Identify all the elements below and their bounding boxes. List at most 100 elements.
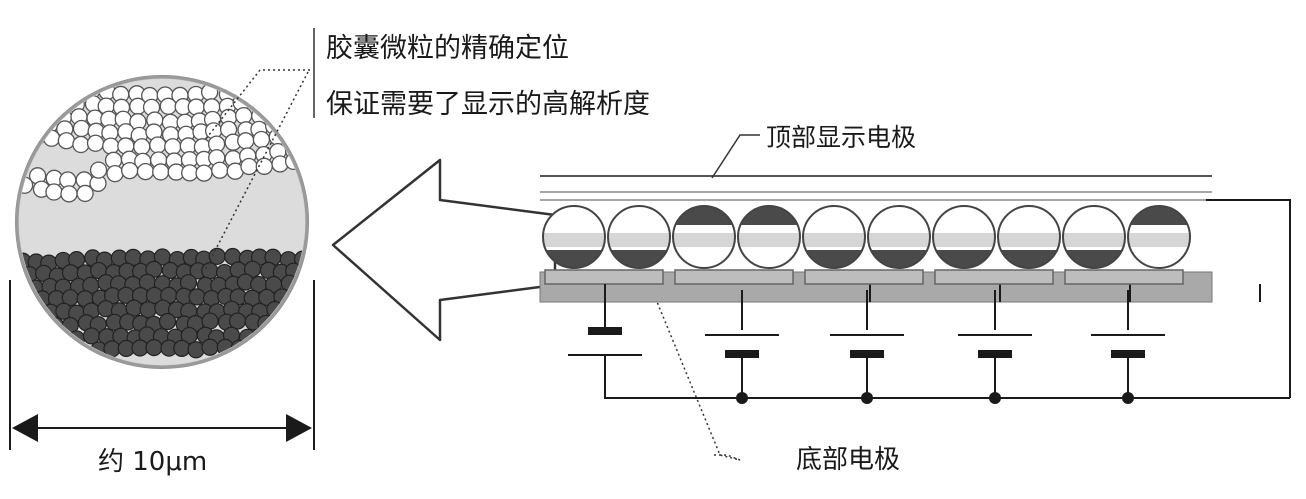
voltage-source: [705, 290, 779, 404]
white-particle: [133, 138, 151, 156]
white-particle: [211, 161, 229, 179]
black-particle: [19, 280, 30, 298]
black-particle: [27, 306, 46, 324]
label-top-electrode: 顶部显示电极: [766, 123, 916, 152]
black-particle: [208, 247, 226, 265]
white-particle: [72, 135, 90, 154]
white-particle: [106, 164, 124, 183]
white-particle: [246, 82, 264, 100]
black-particle: [19, 305, 30, 324]
black-particle: [272, 313, 290, 331]
black-particle: [286, 312, 304, 330]
black-particle: [20, 318, 38, 336]
black-particle: [244, 338, 262, 356]
bottom-electrode-pad: [1064, 269, 1184, 285]
display-capsule: [672, 205, 736, 269]
voltage-source: [1091, 290, 1165, 404]
bottom-electrode-pad: [544, 269, 664, 285]
black-particle: [266, 326, 284, 344]
white-particle: [164, 138, 182, 156]
white-particle: [52, 80, 70, 98]
display-capsule: [932, 205, 996, 269]
black-particle: [201, 338, 219, 356]
bottom-electrode-pad: [804, 269, 924, 285]
white-particle: [181, 164, 199, 182]
voltage-source: [568, 290, 642, 398]
white-particle: [152, 163, 170, 181]
display-capsule: [542, 205, 606, 269]
black-particle: [259, 341, 277, 359]
black-particle: [173, 339, 191, 357]
display-capsule: [737, 205, 801, 269]
display-capsule: [802, 205, 866, 269]
white-particle: [159, 97, 177, 115]
voltage-source: [958, 290, 1032, 404]
label-resolution: 保证需要了显示的高解析度: [326, 89, 650, 120]
white-particle: [237, 132, 255, 150]
white-particle: [53, 93, 71, 111]
display-cross-section: [539, 134, 1291, 404]
return-wire: [1206, 199, 1291, 398]
bottom-electrode-pad: [674, 269, 794, 285]
display-capsule: [867, 205, 931, 269]
white-particle: [60, 185, 78, 203]
black-particle: [272, 340, 290, 358]
black-particle: [280, 327, 298, 345]
black-particle: [21, 293, 39, 311]
white-particle: [195, 164, 213, 182]
display-capsule: [1127, 205, 1191, 269]
white-particle: [86, 134, 105, 152]
white-particle: [45, 183, 63, 201]
black-particle: [292, 327, 305, 345]
white-particle: [187, 98, 205, 116]
white-particle: [40, 105, 59, 123]
black-particle: [187, 341, 205, 359]
white-particle: [66, 80, 84, 98]
magnify-arrow: [331, 158, 557, 342]
capsule-row: [542, 205, 1191, 269]
black-particle: [40, 332, 59, 350]
black-particle: [188, 288, 206, 306]
black-particle: [34, 316, 52, 334]
black-particle: [201, 312, 219, 330]
white-particle: [121, 161, 139, 180]
display-capsule: [607, 205, 671, 269]
label-bottom-electrode: 底部电极: [796, 445, 900, 475]
voltage-source: [830, 290, 904, 404]
white-particle: [89, 161, 108, 179]
black-particle: [19, 330, 31, 348]
black-particle: [27, 332, 46, 350]
white-particle: [57, 132, 76, 150]
white-particle: [252, 130, 271, 149]
black-particle: [48, 344, 66, 362]
white-particle: [102, 137, 120, 155]
white-particle: [240, 157, 258, 176]
black-particle: [35, 345, 53, 363]
white-particle: [263, 90, 281, 108]
display-capsule: [997, 205, 1061, 269]
black-particle: [63, 341, 81, 359]
white-particle: [266, 103, 285, 121]
display-capsule: [1062, 205, 1126, 269]
black-particle: [293, 301, 305, 319]
bottom-electrode-pad: [934, 269, 1054, 285]
leader-lines: [204, 69, 741, 461]
black-particle: [285, 340, 303, 359]
white-particle: [76, 184, 94, 203]
label-size: 约 10μm: [98, 447, 207, 477]
white-particle: [149, 136, 167, 154]
black-particle: [21, 346, 39, 364]
white-particle: [136, 162, 155, 181]
black-particle: [145, 338, 163, 357]
black-particle: [158, 312, 177, 331]
magnified-capsule: [15, 75, 309, 369]
white-particle: [72, 119, 91, 138]
size-dimension: [9, 280, 315, 450]
label-capsule-positioning: 胶囊微粒的精确定位: [326, 33, 569, 64]
top-electrode-leader: [711, 134, 760, 179]
black-particle: [201, 262, 219, 280]
black-particle: [228, 312, 247, 330]
white-particle: [235, 106, 253, 125]
